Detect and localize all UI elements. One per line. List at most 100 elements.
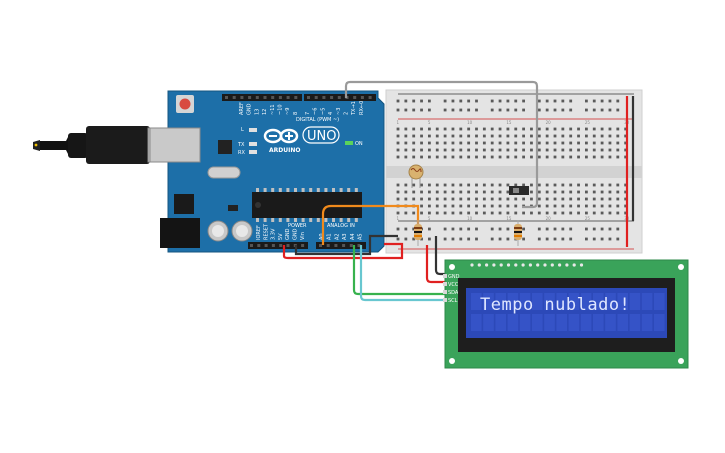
breadboard-hole <box>553 197 557 201</box>
lcd-cell <box>544 314 555 331</box>
breadboard-hole <box>553 148 557 152</box>
breadboard-hole <box>475 148 478 152</box>
rail-hole <box>459 237 463 241</box>
chip-pins <box>256 188 358 222</box>
rail-hole <box>396 227 400 231</box>
rail-hole <box>545 227 549 231</box>
breadboard-hole <box>592 134 596 138</box>
breadboard-hole <box>498 127 502 131</box>
breadboard-hole <box>428 155 431 159</box>
breadboard-hole <box>530 148 533 152</box>
rail-hole <box>616 108 620 112</box>
digital-pin-label: ~9 <box>285 108 291 115</box>
lcd-pin <box>499 263 503 267</box>
header-pin <box>322 96 326 99</box>
analog-header[interactable] <box>316 242 366 249</box>
crystal-oscillator <box>207 166 241 179</box>
rail-hole <box>608 108 612 112</box>
breadboard-hole <box>616 204 620 208</box>
header-pin <box>326 244 330 247</box>
breadboard-hole <box>443 141 447 145</box>
breadboard-hole <box>428 204 431 208</box>
rail-hole <box>506 237 510 241</box>
rail-hole <box>585 99 588 103</box>
wire-black-lcd-gnd[interactable] <box>434 236 446 276</box>
lcd-pin <box>558 263 562 267</box>
lcd-pin-label-vcc: VCC <box>448 282 459 288</box>
wire-orange-analog[interactable] <box>321 204 420 245</box>
breadboard-hole <box>600 197 604 201</box>
header-pin <box>286 96 290 99</box>
breadboard-hole <box>537 127 541 131</box>
breadboard-hole <box>506 141 510 145</box>
lcd-i2c-pin <box>443 290 447 294</box>
resistor-2[interactable] <box>514 220 522 246</box>
breadboard-hole <box>537 197 541 201</box>
chip-pin <box>301 188 305 192</box>
column-number: 25 <box>585 120 591 125</box>
breadboard-hole <box>396 127 400 131</box>
breadboard-hole <box>498 148 502 152</box>
reset-button[interactable] <box>179 98 191 110</box>
breadboard-hole <box>616 148 620 152</box>
breadboard-hole <box>404 211 408 215</box>
arduino-logo-icon <box>263 128 299 144</box>
wire-red-5v[interactable] <box>282 242 404 260</box>
breadboard-hole <box>396 148 400 152</box>
chip-pin <box>324 188 328 192</box>
breadboard-hole <box>404 190 408 194</box>
breadboard-hole <box>592 127 596 131</box>
power-header[interactable] <box>248 242 308 249</box>
power-header-label: POWER <box>288 223 307 229</box>
wire-black-gnd[interactable] <box>294 234 398 256</box>
lcd-i2c-pin <box>443 298 447 302</box>
rail-hole <box>537 237 541 241</box>
breadboard-hole <box>585 148 588 152</box>
rail-hole <box>608 237 612 241</box>
wire-red-lcd-vcc[interactable] <box>425 245 446 284</box>
slide-switch[interactable] <box>509 186 529 195</box>
breadboard-hole <box>435 141 439 145</box>
rail-hole <box>522 108 525 112</box>
lcd-mount-hole-bl <box>449 358 455 364</box>
breadboard[interactable]: 115510101515202025253030 <box>385 89 643 254</box>
header-pin <box>257 244 261 247</box>
digital-pin-label: RX←0 <box>359 101 365 115</box>
breadboard-hole <box>608 155 612 159</box>
breadboard-hole <box>577 134 580 138</box>
slide-switch-knob[interactable] <box>513 188 519 193</box>
breadboard-hole <box>600 204 604 208</box>
column-number: 5 <box>428 216 431 221</box>
breadboard-hole <box>435 211 439 215</box>
wire-gray-digital[interactable] <box>344 80 539 209</box>
arduino-board[interactable]: L TX RX ON ARDUINO UNO DIGITAL (PWM ~) A… <box>149 90 385 253</box>
chip-pin <box>278 188 282 192</box>
rail-hole <box>569 99 573 103</box>
rail-hole <box>561 237 565 241</box>
rail-hole <box>616 237 620 241</box>
breadboard-hole <box>592 211 596 215</box>
header-pin <box>368 96 372 99</box>
wires[interactable] <box>282 80 635 302</box>
lcd-cell <box>605 314 616 331</box>
header-pin <box>255 96 259 99</box>
digital-pin-label: ~10 <box>278 104 284 115</box>
breadboard-hole <box>482 211 486 215</box>
photoresistor[interactable] <box>408 164 424 188</box>
breadboard-hole <box>577 204 580 208</box>
breadboard-hole <box>569 211 573 215</box>
digital-header-left[interactable] <box>222 94 302 101</box>
lcd-cell <box>519 314 531 331</box>
breadboard-hole <box>467 183 471 187</box>
led-l <box>249 128 257 132</box>
wire-green-sda[interactable] <box>352 245 446 296</box>
breadboard-hole <box>545 127 549 131</box>
breadboard-hole <box>624 211 628 215</box>
wire-teal-scl[interactable] <box>359 245 446 302</box>
resistor-1[interactable] <box>414 220 422 246</box>
rail-hole <box>428 99 431 103</box>
breadboard-hole <box>553 183 557 187</box>
